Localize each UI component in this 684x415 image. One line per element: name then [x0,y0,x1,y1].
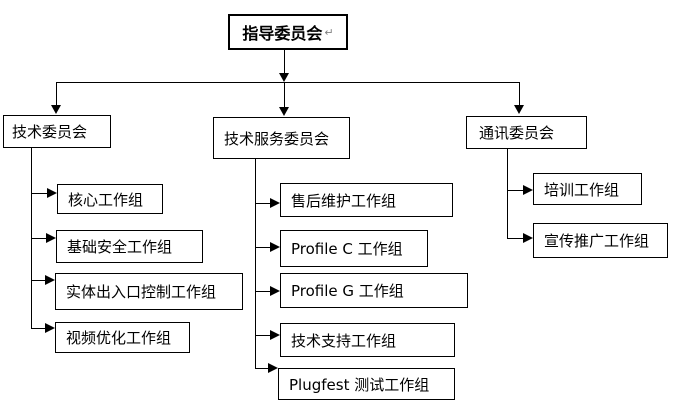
node-label: Profile G 工作组 [291,282,404,300]
node-label: 核心工作组 [68,190,144,209]
connector-line [31,280,45,281]
connector-line [255,368,268,369]
connector-line [255,159,256,368]
node-technical-service-committee: 技术服务委员会 [213,117,350,159]
connector-line [284,50,285,73]
arrowhead-right-icon [45,323,55,333]
node-label: 实体出入口控制工作组 [66,283,217,301]
node-label: 指导委员会 [242,24,323,43]
connector-line [31,193,47,194]
node-label: Plugfest 测试工作组 [289,375,430,394]
node-core-workgroup: 核心工作组 [57,184,163,214]
connector-line [255,335,270,336]
connector-line [255,247,270,248]
node-communication-committee: 通讯委员会 [466,116,587,149]
arrowhead-down-icon [514,105,524,114]
arrowhead-right-icon [270,198,280,208]
node-label: Profile C 工作组 [291,240,403,258]
node-aftersales-maintenance-workgroup: 售后维护工作组 [280,183,453,217]
node-technical-support-workgroup: 技术支持工作组 [280,323,455,357]
arrowhead-right-icon [45,275,55,285]
node-physical-access-control-workgroup: 实体出入口控制工作组 [55,273,243,310]
node-profile-g-workgroup: Profile G 工作组 [280,273,468,308]
node-basic-security-workgroup: 基础安全工作组 [56,230,203,263]
node-label: 技术支持工作组 [291,331,397,350]
connector-line [507,190,523,191]
node-label: 基础安全工作组 [67,238,173,256]
node-label: 技术委员会 [12,123,88,141]
node-label: 培训工作组 [544,180,620,199]
arrowhead-right-icon [523,185,533,195]
node-publicity-promotion-workgroup: 宣传推广工作组 [533,223,668,258]
arrowhead-right-icon [270,286,280,296]
connector-line [56,82,520,83]
connector-line [507,238,523,239]
connector-line [56,82,57,105]
paragraph-mark-icon: ↵ [324,25,334,39]
node-video-optimization-workgroup: 视频优化工作组 [55,322,190,353]
arrowhead-right-icon [270,330,280,340]
arrowhead-right-icon [523,233,533,243]
arrowhead-right-icon [268,363,278,373]
arrowhead-down-icon [279,107,289,116]
connector-line [519,82,520,105]
node-steering-committee: 指导委员会 ↵ [228,14,348,50]
arrowhead-down-icon [279,73,289,82]
connector-line [255,291,270,292]
connector-line [31,328,45,329]
node-label: 技术服务委员会 [224,129,330,148]
node-training-workgroup: 培训工作组 [533,173,642,205]
node-profile-c-workgroup: Profile C 工作组 [280,230,428,267]
arrowhead-right-icon [47,188,57,198]
node-label: 视频优化工作组 [66,329,172,347]
connector-line [255,203,270,204]
node-technical-committee: 技术委员会 [3,115,111,148]
node-label: 宣传推广工作组 [544,232,650,250]
connector-line [507,149,508,238]
arrowhead-right-icon [46,233,56,243]
arrowhead-down-icon [51,105,61,114]
connector-line [284,82,285,107]
arrowhead-right-icon [270,242,280,252]
node-label: 售后维护工作组 [291,191,397,210]
node-label: 通讯委员会 [479,124,555,142]
node-plugfest-testing-workgroup: Plugfest 测试工作组 [278,368,455,400]
connector-line [31,238,46,239]
